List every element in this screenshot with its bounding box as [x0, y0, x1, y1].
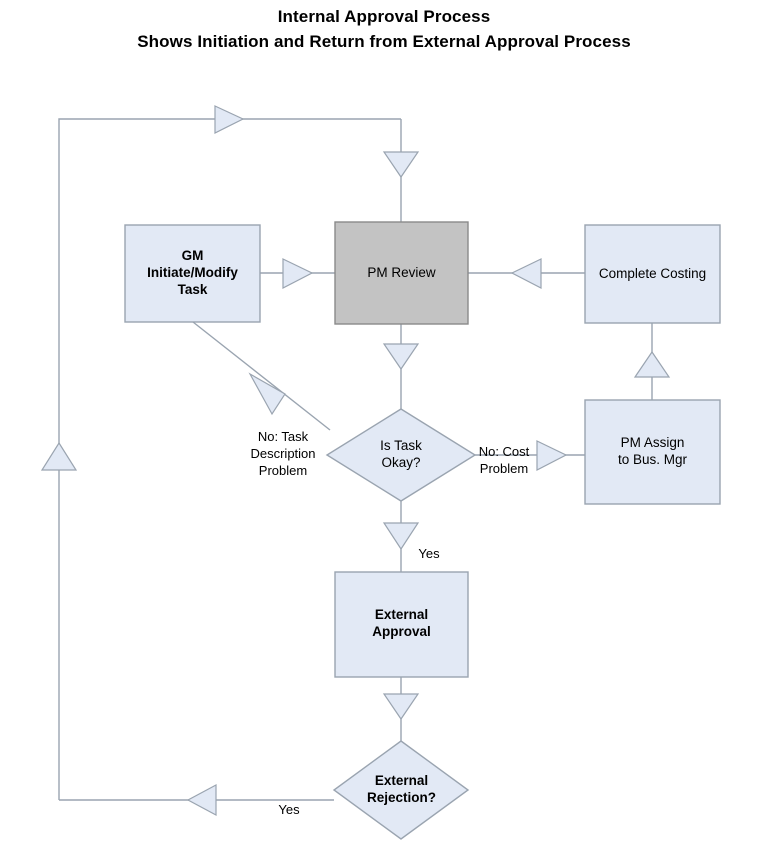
node-external-rejection-decision[interactable] — [332, 740, 470, 840]
edge-rejection-yes-to-pm-review-path — [58, 118, 401, 800]
arrow-up-left-riser-icon — [40, 441, 78, 471]
title-line-2: Shows Initiation and Return from Externa… — [137, 32, 631, 51]
node-complete-costing[interactable] — [584, 224, 721, 324]
arrow-right-gm-to-pm-review-icon — [282, 258, 314, 289]
diagram-title: Internal Approval Process Shows Initiati… — [0, 4, 768, 54]
edge-decision-to-gm-path — [192, 321, 331, 431]
arrow-down-to-decision-icon — [382, 343, 420, 371]
node-gm-initiate-modify-task[interactable] — [124, 224, 261, 323]
arrow-left-complete-costing-icon — [510, 258, 542, 289]
arrow-right-to-pm-assign-icon — [536, 440, 568, 471]
arrowheads — [40, 105, 671, 817]
arrow-diagonal-to-gm-icon — [248, 372, 286, 416]
title-line-1: Internal Approval Process — [277, 7, 491, 26]
node-external-approval[interactable] — [334, 571, 469, 678]
edge-label-no-task-description-problem: No: Task Description Problem — [238, 428, 328, 479]
edge-label-yes-task-okay: Yes — [412, 545, 446, 562]
node-pm-assign-to-bus-mgr[interactable] — [584, 399, 721, 505]
arrow-up-to-complete-costing-icon — [633, 350, 671, 378]
arrow-down-to-external-rejection-icon — [382, 693, 420, 721]
no-cost-line-1: No: Cost — [478, 444, 530, 459]
no-task-desc-line-3: Problem — [258, 463, 308, 478]
yes-external-rejection-line-1: Yes — [278, 802, 300, 817]
yes-task-okay-line-1: Yes — [418, 546, 440, 561]
no-task-desc-line-1: No: Task — [257, 429, 309, 444]
node-is-task-okay-decision[interactable] — [325, 408, 477, 502]
no-cost-line-2: Problem — [479, 461, 529, 476]
arrow-down-into-pm-review-icon — [382, 151, 420, 179]
arrow-down-to-external-approval-icon — [382, 522, 420, 551]
no-task-desc-line-2: Description — [250, 446, 316, 461]
node-pm-review[interactable] — [334, 221, 469, 325]
edge-label-yes-external-rejection: Yes — [272, 801, 306, 818]
arrow-right-top-return-icon — [214, 105, 245, 134]
arrow-left-rejection-return-icon — [186, 783, 217, 817]
edge-label-no-cost-problem: No: Cost Problem — [468, 443, 540, 477]
